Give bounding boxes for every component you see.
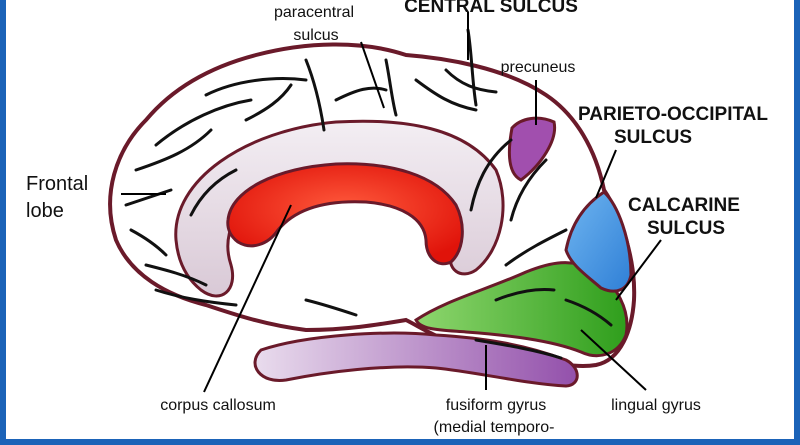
- label-paracentral-2: sulcus: [293, 27, 338, 44]
- label-paracentral-1: paracentral: [274, 4, 354, 21]
- precuneus-region: [507, 116, 557, 182]
- corpus-callosum: [226, 162, 464, 266]
- label-corpus-callosum: corpus callosum: [160, 397, 276, 414]
- label-fusiform-1: fusiform gyrus: [446, 397, 546, 414]
- label-parieto-occipital-1: PARIETO-OCCIPITAL: [578, 104, 768, 125]
- cuneus-region: [564, 190, 633, 293]
- label-parieto-occipital-2: SULCUS: [614, 127, 692, 148]
- label-frontal-1: Frontal: [26, 173, 88, 195]
- lingual-region: [414, 261, 629, 358]
- label-fusiform-2: (medial temporo-: [434, 419, 555, 436]
- fusiform-region: [253, 331, 579, 388]
- label-calcarine-1: CALCARINE: [628, 195, 740, 216]
- label-frontal-2: lobe: [26, 200, 64, 222]
- label-precuneus: precuneus: [501, 59, 576, 76]
- leader-lines: [121, 12, 662, 393]
- brain-diagram: paracentral sulcus CENTRAL SULCUS precun…: [26, 0, 768, 436]
- label-central-sulcus: CENTRAL SULCUS: [404, 0, 578, 17]
- label-calcarine-2: SULCUS: [647, 218, 725, 239]
- label-lingual-gyrus: lingual gyrus: [611, 397, 701, 414]
